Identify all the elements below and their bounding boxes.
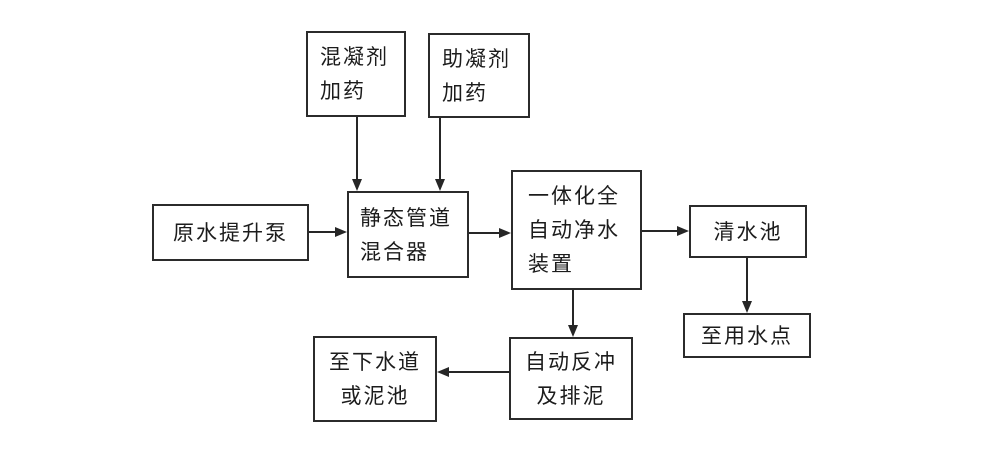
node-label-line: 混凝剂: [320, 45, 389, 69]
node-label-line: 静态管道: [360, 205, 452, 230]
arrow-purifier-to-backwash: [568, 290, 578, 337]
node-label-line: 或泥池: [340, 384, 410, 408]
node-coagulant-dosing: 混凝剂 加药: [306, 31, 406, 117]
node-integrated-auto-purifier: 一体化全 自动净水 装置: [511, 170, 642, 290]
arrow-mixer-to-purifier: [468, 228, 511, 238]
node-sewer-or-sludge-pool: 至下水道 或泥池: [313, 336, 437, 422]
arrow-pump-to-mixer: [309, 227, 347, 237]
node-label-line: 一体化全: [528, 184, 620, 208]
node-label-line: 装置: [528, 252, 574, 276]
node-label-line: 及排泥: [536, 383, 606, 408]
node-raw-water-lift-pump: 原水提升泵: [152, 204, 309, 261]
node-label-line: 至下水道: [329, 350, 421, 374]
node-water-use-point: 至用水点: [683, 313, 811, 358]
arrow-backwash-to-sewer: [437, 367, 509, 377]
arrow-tank-to-use-point: [742, 258, 752, 313]
node-label-line: 自动净水: [528, 218, 620, 242]
node-static-pipe-mixer: 静态管道 混合器: [347, 191, 469, 278]
node-label-line: 清水池: [713, 219, 783, 244]
node-label-line: 原水提升泵: [173, 220, 288, 245]
node-coagulant-aid-dosing: 助凝剂 加药: [428, 33, 530, 118]
arrow-purifier-to-tank: [642, 226, 689, 236]
arrow-coagulant-aid-to-mixer: [435, 118, 445, 191]
node-label-line: 助凝剂: [442, 46, 511, 71]
node-clean-water-tank: 清水池: [689, 205, 807, 258]
node-label-line: 加药: [442, 80, 488, 105]
node-auto-backwash-sludge: 自动反冲 及排泥: [509, 337, 633, 420]
node-label-line: 混合器: [360, 239, 429, 264]
node-label-line: 加药: [320, 79, 366, 103]
node-label-line: 自动反冲: [525, 349, 617, 374]
node-label-line: 至用水点: [701, 323, 793, 348]
arrow-coagulant-to-mixer: [352, 117, 362, 191]
